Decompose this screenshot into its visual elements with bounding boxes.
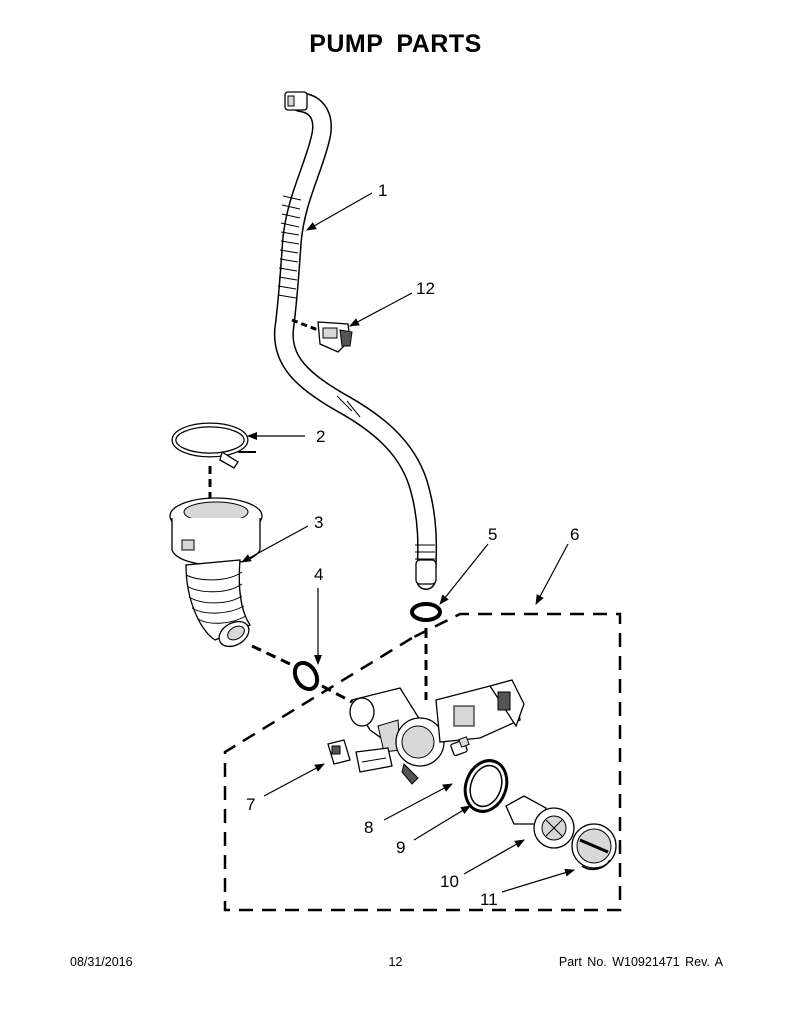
leader-lines	[241, 192, 575, 893]
callout-12: 12	[416, 279, 435, 298]
pump-filter-part[interactable]	[505, 795, 575, 849]
gasket-part[interactable]	[458, 755, 513, 818]
screw-part[interactable]	[450, 736, 470, 757]
hose-clamp-part[interactable]	[410, 602, 442, 700]
callout-2: 2	[316, 427, 325, 446]
wire-connector-part[interactable]	[327, 739, 351, 765]
tub-to-pump-hose-part[interactable]	[169, 497, 263, 652]
footer-page-number: 12	[388, 955, 403, 969]
page-title: PUMP PARTS	[309, 30, 482, 58]
drain-pump-body[interactable]	[349, 679, 525, 785]
callout-6: 6	[570, 525, 579, 544]
callout-1: 1	[378, 181, 387, 200]
callout-5: 5	[488, 525, 497, 544]
callout-4: 4	[314, 565, 323, 584]
drain-hose-part[interactable]	[273, 91, 438, 590]
callout-7: 7	[246, 795, 255, 814]
clamp-part[interactable]	[171, 422, 256, 500]
callout-10: 10	[440, 872, 459, 891]
footer-date: 08/31/2016	[70, 955, 133, 969]
hose-clip-part[interactable]	[291, 318, 353, 353]
callout-3: 3	[314, 513, 323, 532]
footer-part-number: Part No. W10921471 Rev. A	[558, 955, 723, 969]
filter-cap-part[interactable]	[571, 823, 617, 871]
callout-11: 11	[480, 890, 498, 909]
callout-labels: 1 12 2 3 4 5 6 7 8 9 10 11	[246, 181, 579, 909]
small-clamp-part[interactable]	[251, 644, 353, 704]
callout-8: 8	[364, 818, 373, 837]
pump-kit-boundary	[223, 612, 622, 912]
callout-9: 9	[396, 838, 405, 857]
